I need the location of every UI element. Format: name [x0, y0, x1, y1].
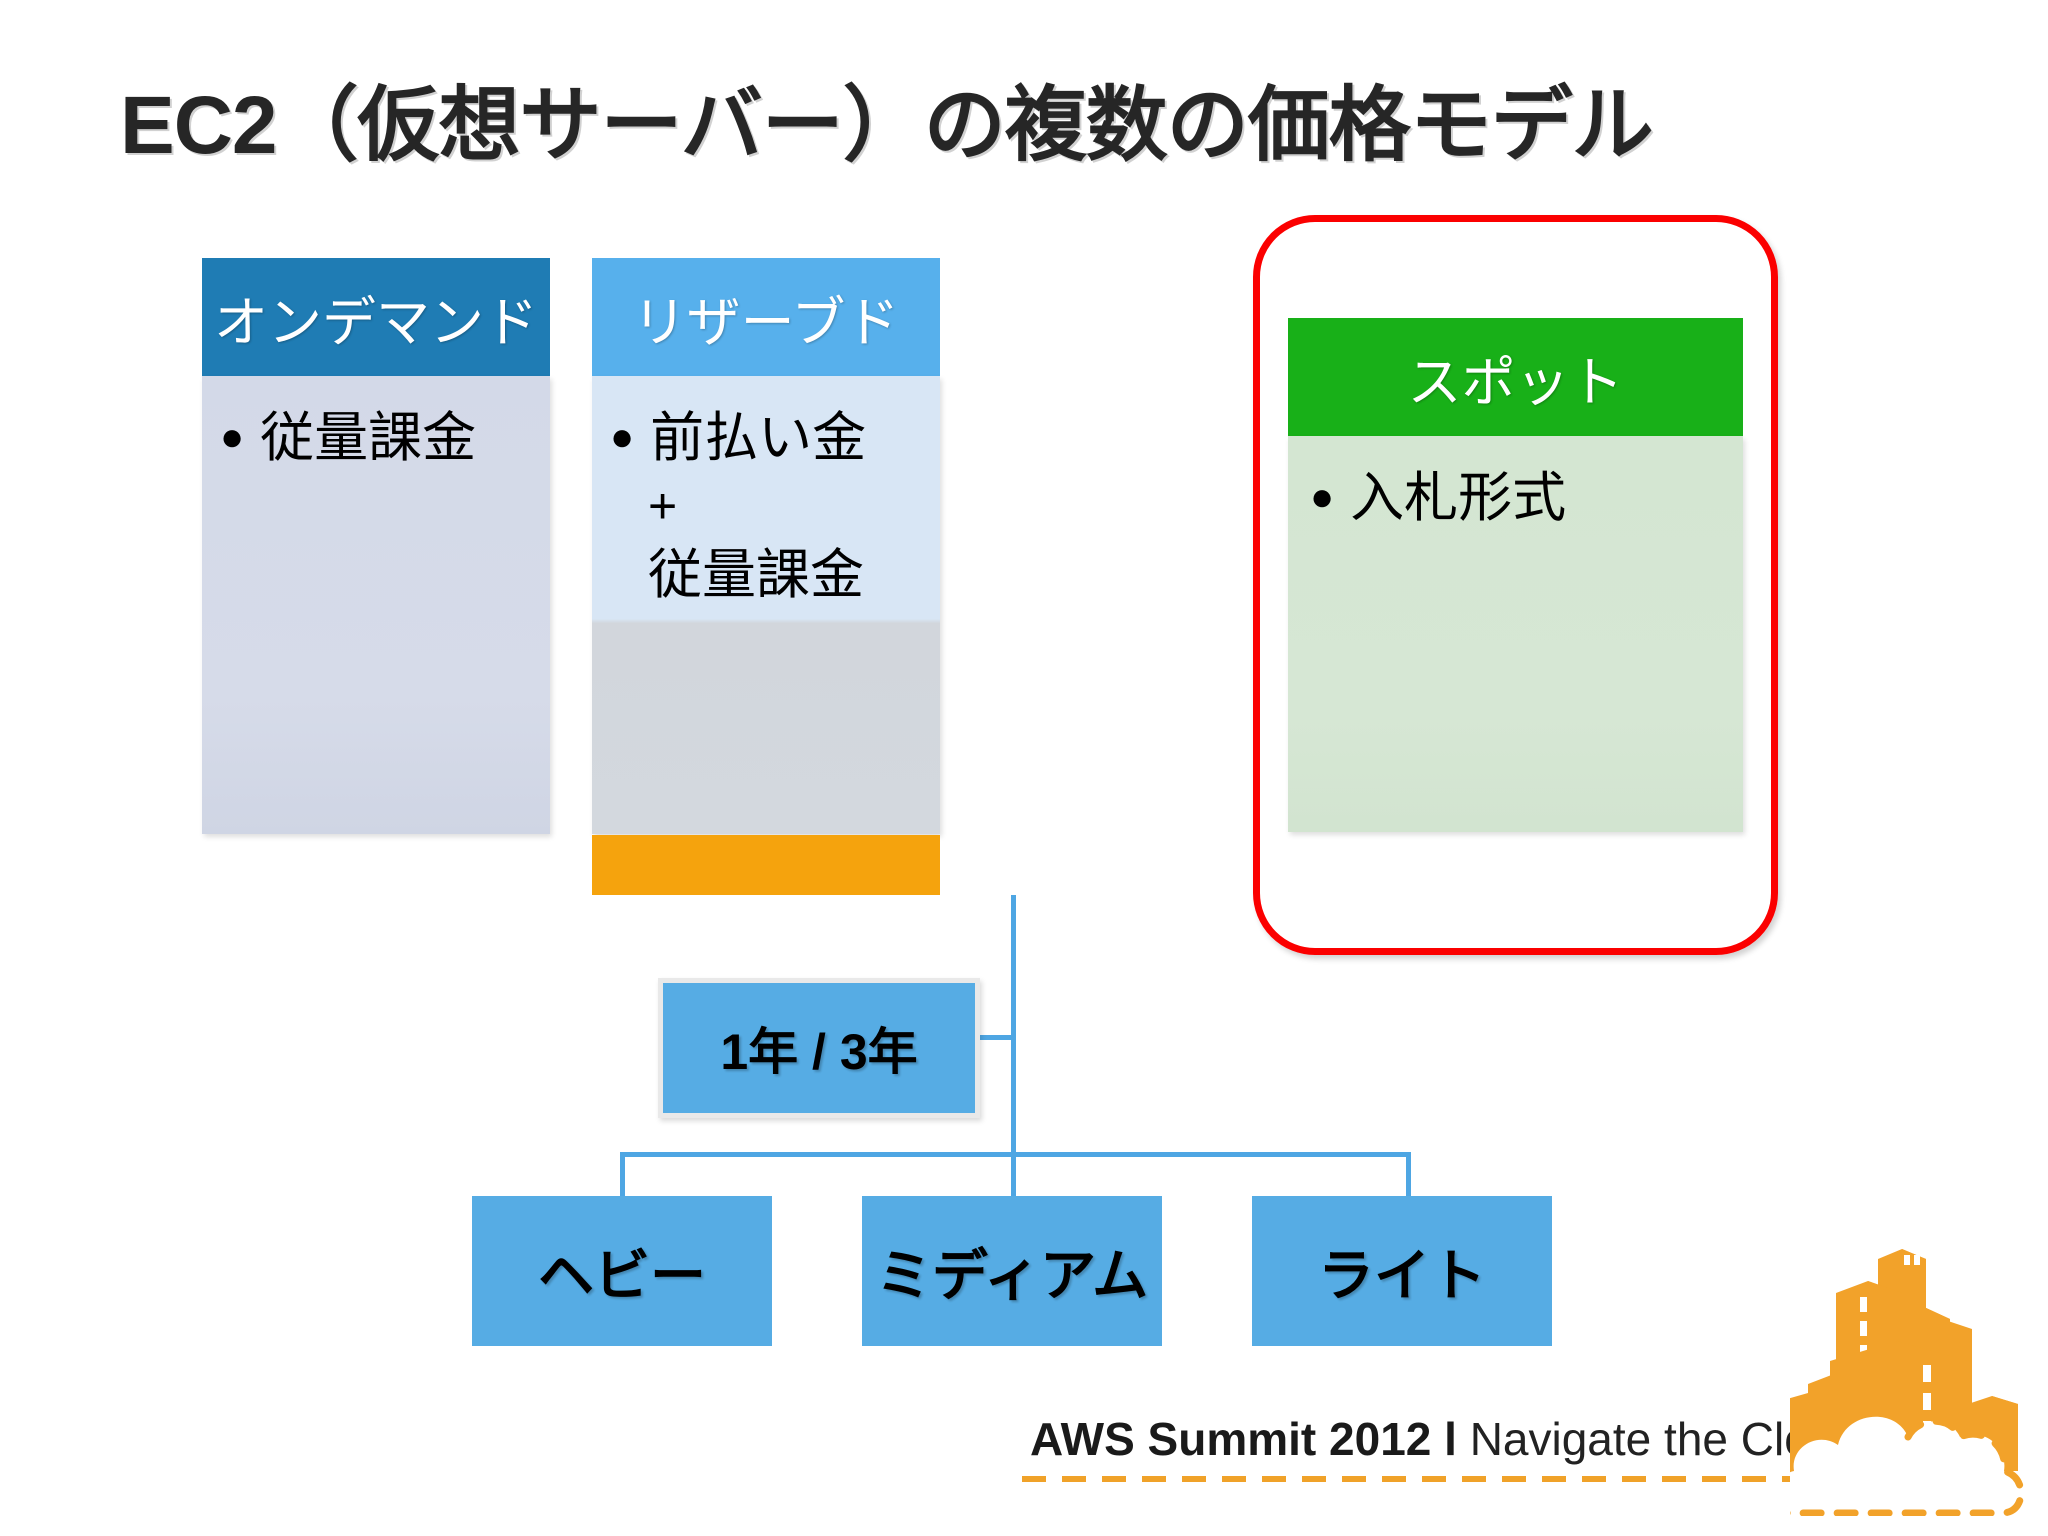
pricing-card-ondemand-bullet-text: 従量課金 — [260, 408, 477, 468]
footer-brand-text: AWS Summit 2012 l Navigate the Cloud — [1030, 1412, 1861, 1466]
utilization-box-medium[interactable]: ミディアム — [862, 1196, 1162, 1346]
bullet-icon: ● — [1310, 475, 1335, 519]
pricing-card-reserved-extra: 従量課金 — [648, 544, 864, 605]
connector-term-stub — [980, 1035, 1016, 1040]
connector-trunk-top — [1011, 895, 1016, 1135]
term-box-1yr-3yr[interactable]: 1年 / 3年 — [658, 978, 980, 1118]
pricing-card-reserved-header: リザーブド — [592, 258, 940, 376]
pricing-card-spot-body: ● 入札形式 — [1288, 436, 1743, 832]
pricing-card-reserved-content: ● 前払い金 + 従量課金 — [592, 376, 940, 606]
pricing-card-spot-header: スポット — [1288, 318, 1743, 436]
cloud-city-icon — [1726, 1249, 2025, 1517]
utilization-box-light[interactable]: ライト — [1252, 1196, 1552, 1346]
connector-drop-right — [1406, 1152, 1411, 1197]
connector-drop-left — [620, 1152, 625, 1197]
aws-summit-cloud-city-logo — [1726, 1241, 2048, 1517]
footer-separator: l — [1444, 1413, 1457, 1465]
pricing-card-spot[interactable]: スポット ● 入札形式 — [1288, 318, 1743, 832]
pricing-card-spot-content: ● 入札形式 — [1288, 436, 1743, 528]
footer-brand: AWS Summit 2012 l Navigate the Cloud — [1022, 1249, 2030, 1517]
pricing-card-reserved-body: ● 前払い金 + 従量課金 — [592, 376, 940, 834]
reserved-term-accent-bar — [592, 835, 940, 895]
connector-drop-middle — [1011, 1152, 1016, 1197]
pricing-card-ondemand[interactable]: オンデマンド ● 従量課金 — [202, 258, 550, 834]
page-title: EC2（仮想サーバー）の複数の価格モデル — [120, 80, 1654, 171]
list-item: ● 入札形式 — [1310, 468, 1743, 528]
pricing-card-reserved-bullet-text: 前払い金 — [650, 408, 867, 468]
pricing-card-ondemand-header: オンデマンド — [202, 258, 550, 376]
pricing-card-reserved-plus: + — [648, 478, 678, 535]
bullet-icon: ● — [220, 415, 245, 459]
pricing-card-spot-bullet-text: 入札形式 — [1350, 468, 1567, 528]
pricing-card-ondemand-body: ● 従量課金 — [202, 376, 550, 834]
bullet-icon: ● — [610, 415, 635, 459]
footer-dashed-rule — [1022, 1476, 1867, 1482]
utilization-box-heavy[interactable]: ヘビー — [472, 1196, 772, 1346]
pricing-card-ondemand-content: ● 従量課金 — [202, 376, 550, 468]
list-item: ● 前払い金 — [610, 408, 940, 468]
spot-highlight-outline — [1253, 215, 1778, 955]
list-item: ● 従量課金 — [220, 408, 550, 468]
footer-event-name: AWS Summit 2012 — [1030, 1413, 1432, 1465]
pricing-card-reserved[interactable]: リザーブド ● 前払い金 + 従量課金 — [592, 258, 940, 834]
